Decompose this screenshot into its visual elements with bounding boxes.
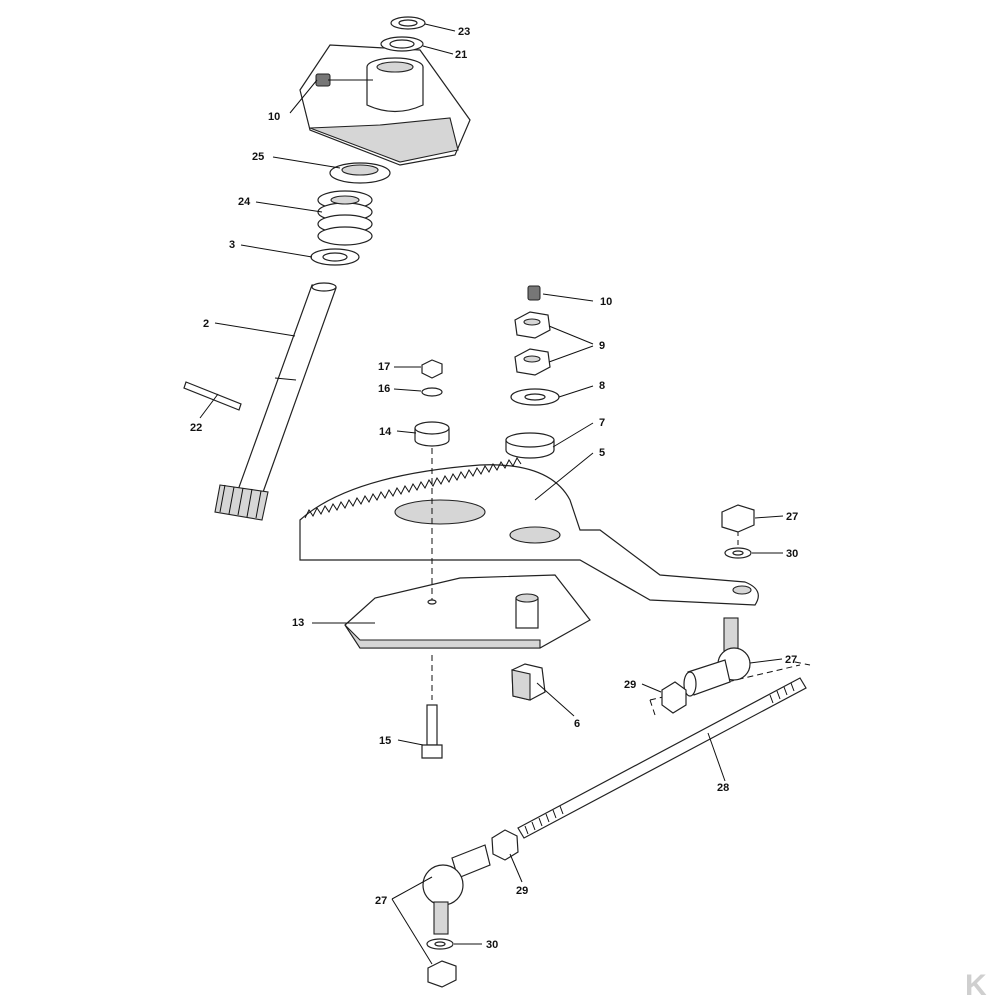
- threaded-rod-28: [517, 677, 807, 839]
- part-label-8: 8: [599, 380, 605, 392]
- part-label-17: 17: [378, 361, 390, 373]
- washer-30-lower: [426, 938, 454, 950]
- washer-8: [510, 388, 560, 406]
- part-label-28: 28: [717, 782, 729, 794]
- part-label-21: 21: [455, 49, 467, 61]
- nuts-9: [514, 311, 551, 376]
- part-label-27-lower: 27: [375, 895, 387, 907]
- part-label-14: 14: [379, 426, 392, 438]
- leader-lines: [199, 23, 784, 965]
- part-label-6: 6: [574, 718, 580, 730]
- part-label-16: 16: [378, 383, 390, 395]
- steering-shaft-2: [214, 282, 337, 521]
- part-label-23: 23: [458, 26, 470, 38]
- bolt-15: [421, 704, 443, 759]
- part-label-5: 5: [599, 447, 605, 459]
- washer-21: [380, 36, 424, 52]
- part-label-10-lower: 10: [600, 296, 612, 308]
- spring-washers-24: [317, 190, 373, 246]
- ball-joint-27-right: [683, 617, 751, 697]
- nut-29-right: [661, 681, 687, 714]
- nut-17: [421, 359, 443, 379]
- part-label-3: 3: [229, 239, 235, 251]
- part-label-29-right: 29: [624, 679, 636, 691]
- washer-3: [310, 248, 360, 266]
- grease-nipple-10-lower: [527, 285, 541, 301]
- part-label-25: 25: [252, 151, 264, 163]
- part-label-9: 9: [599, 340, 605, 352]
- sector-gear-5: [299, 457, 759, 606]
- part-label-7: 7: [599, 417, 605, 429]
- part-labels: 23 21 10 25 24 3 2 22 10 9 8 7 5 17 16 1…: [190, 26, 798, 951]
- ball-joint-27-lower: [422, 844, 491, 935]
- steering-housing: [299, 44, 471, 166]
- spacer-14: [414, 421, 450, 447]
- part-label-27-upper: 27: [786, 511, 798, 523]
- corner-watermark-logo: K: [965, 969, 987, 1000]
- part-label-2: 2: [203, 318, 209, 330]
- bearing-25: [329, 162, 391, 184]
- part-label-10-upper: 10: [268, 111, 280, 123]
- washer-23: [390, 16, 426, 30]
- part-label-15: 15: [379, 735, 391, 747]
- bushing-7: [505, 432, 555, 459]
- part-label-30-lower: 30: [486, 939, 498, 951]
- nut-29-lower: [491, 829, 519, 861]
- watermark-letter: K: [965, 969, 987, 1000]
- part-label-13: 13: [292, 617, 304, 629]
- part-label-27-right: 27: [785, 654, 797, 666]
- plate-13: [344, 574, 591, 649]
- part-label-29-lower: 29: [516, 885, 528, 897]
- grease-nipple-10-upper: [315, 73, 331, 87]
- pin-22: [183, 381, 242, 411]
- part-label-22: 22: [190, 422, 202, 434]
- nut-27-upper: [721, 504, 755, 533]
- part-label-24: 24: [238, 196, 251, 208]
- washer-30-upper: [724, 547, 752, 559]
- nut-27-lower: [427, 960, 457, 988]
- hex-bushing-6: [511, 663, 546, 701]
- part-label-30-upper: 30: [786, 548, 798, 560]
- washer-16: [421, 387, 443, 397]
